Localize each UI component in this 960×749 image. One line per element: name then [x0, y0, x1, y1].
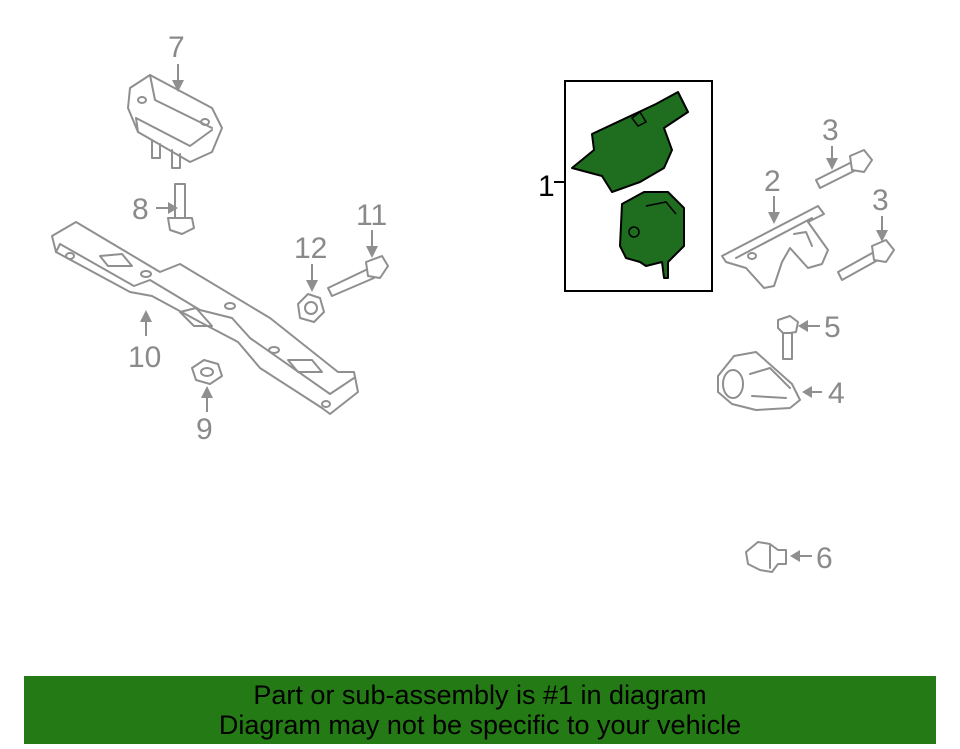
callout-12: 12 [294, 232, 327, 265]
callout-10: 10 [128, 341, 161, 374]
leader-3a-arrow [826, 158, 838, 170]
callout-6: 6 [816, 542, 833, 575]
callout-2: 2 [764, 165, 781, 198]
banner-line-1: Part or sub-assembly is #1 in diagram [253, 680, 707, 710]
callout-1: 1 [538, 170, 555, 203]
part-4-mount[interactable] [717, 351, 801, 411]
callout-8: 8 [132, 193, 149, 226]
callout-3-lower: 3 [872, 184, 889, 217]
leader-8-arrow [168, 202, 178, 214]
callout-11: 11 [356, 199, 387, 232]
part-3-bolt-upper[interactable] [815, 149, 873, 189]
part-5-bolt[interactable] [777, 315, 799, 360]
callout-7: 7 [168, 31, 185, 64]
part-11-bolt[interactable] [327, 255, 389, 297]
banner-line-2: Diagram may not be specific to your vehi… [218, 710, 742, 740]
part-12-nut[interactable] [297, 293, 325, 323]
part-3-bolt-lower[interactable] [837, 239, 895, 281]
callout-9: 9 [196, 413, 213, 446]
callout-5: 5 [824, 311, 841, 344]
leader-11-arrow [366, 246, 378, 258]
part-8-bolt[interactable] [167, 183, 195, 235]
part-7-transmission-mount[interactable] [127, 74, 223, 169]
leader-4-arrow [802, 386, 812, 398]
leader-5-arrow [798, 320, 808, 332]
part-10-crossmember[interactable] [51, 221, 359, 415]
callout-3-upper: 3 [822, 114, 839, 147]
part-1-insulator[interactable] [619, 191, 685, 279]
part-1-mount-bracket[interactable] [571, 91, 689, 193]
leader-9-arrow [201, 386, 213, 398]
leader-12-arrow [306, 280, 318, 292]
info-banner: Part or sub-assembly is #1 in diagram Di… [24, 676, 936, 744]
leader-7-arrow [172, 80, 184, 92]
part-9-nut[interactable] [191, 359, 223, 385]
part-6-stud[interactable] [745, 541, 787, 573]
leader-2-arrow [768, 212, 780, 224]
part-2-bracket[interactable] [721, 205, 829, 289]
callout-4: 4 [828, 377, 845, 410]
leader-10-arrow [140, 310, 152, 322]
leader-3b-arrow [876, 230, 888, 242]
leader-6-arrow [790, 550, 800, 562]
